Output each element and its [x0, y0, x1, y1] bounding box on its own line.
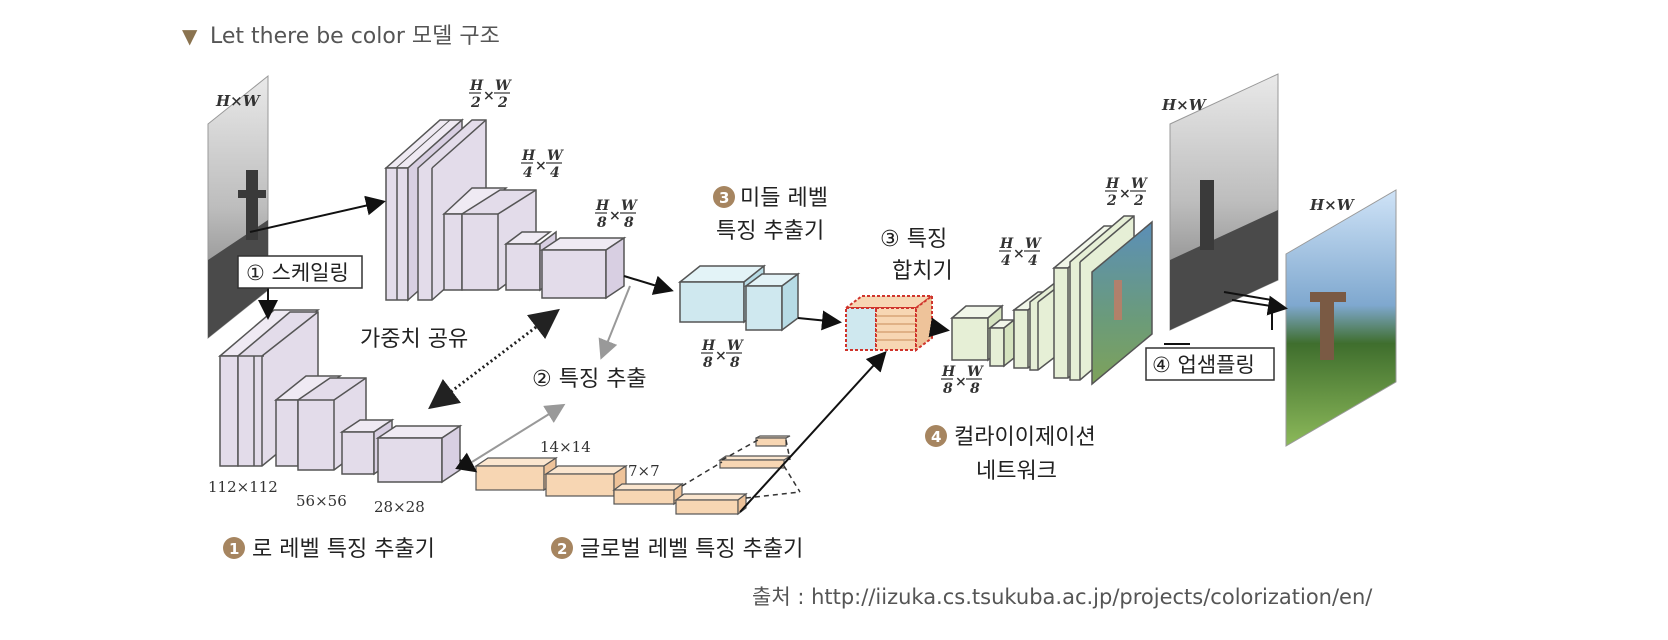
svg-text:W: W: [1025, 236, 1042, 252]
svg-text:8: 8: [624, 215, 634, 231]
colorization-blocks: [949, 215, 1153, 386]
svg-text:W: W: [967, 364, 984, 380]
svg-text:×: ×: [483, 88, 495, 104]
dim-eighth-mid: H 8 × W 8: [701, 338, 744, 371]
svg-text:×: ×: [1119, 186, 1131, 202]
svg-text:④ 업샘플링: ④ 업샘플링: [1152, 353, 1255, 377]
svg-text:H: H: [941, 364, 956, 380]
caption-title: Let there be color 모델 구조: [210, 24, 500, 49]
weight-share-label: 가중치 공유: [360, 327, 468, 352]
svg-text:4: 4: [550, 165, 560, 181]
svg-text:H: H: [999, 236, 1014, 252]
svg-text:×: ×: [535, 158, 547, 174]
svg-text:컬라이이제이션: 컬라이이제이션: [954, 425, 1096, 450]
svg-text:8: 8: [970, 381, 980, 397]
svg-text:×: ×: [1013, 246, 1025, 262]
size-14: 14×14: [540, 438, 591, 456]
svg-text:W: W: [727, 338, 744, 354]
low-level-label: 1 로 레벨 특징 추출기: [223, 537, 435, 562]
svg-text:8: 8: [597, 215, 607, 231]
dim-half: H 2 × W 2: [469, 78, 512, 111]
output-grayscale-image: [1169, 73, 1279, 331]
svg-text:8: 8: [703, 355, 713, 371]
svg-text:1: 1: [229, 540, 239, 558]
svg-text:2: 2: [557, 540, 567, 558]
lower-encoder-blocks: [217, 309, 463, 484]
svg-text:4: 4: [931, 428, 941, 446]
svg-text:2: 2: [470, 95, 481, 111]
size-56: 56×56: [296, 492, 347, 510]
upsampling-label-box: ④ 업샘플링: [1145, 347, 1275, 381]
svg-text:×: ×: [955, 374, 967, 390]
source-citation: 출처 : http://iizuka.cs.tsukuba.ac.jp/proj…: [752, 585, 1373, 609]
svg-text:2: 2: [1106, 193, 1117, 209]
size-7: 7×7: [628, 462, 660, 480]
svg-text:H: H: [469, 78, 484, 94]
fusion-block: [843, 294, 935, 352]
colorization-network-label: 4 컬라이이제이션 네트워크: [925, 425, 1096, 484]
output-gray-size-label: H×W: [1161, 96, 1208, 114]
svg-text:네트워크: 네트워크: [976, 459, 1057, 484]
upper-encoder-blocks: [384, 118, 627, 302]
fusion-label-line2: 합치기: [892, 259, 953, 284]
mid-level-label: 3 미들 레벨 특징 추출기: [713, 186, 828, 244]
svg-text:2: 2: [497, 95, 508, 111]
svg-text:W: W: [547, 148, 564, 164]
input-size-label: H×W: [215, 92, 262, 110]
scaling-label-box: ① 스케일링: [237, 255, 363, 289]
dim-quarter-color: H 4 × W 4: [999, 236, 1042, 269]
svg-text:H: H: [595, 198, 610, 214]
flow-arrows: [249, 195, 1288, 513]
dim-quarter: H 4 × W 4: [521, 148, 564, 181]
svg-text:8: 8: [730, 355, 740, 371]
size-28: 28×28: [374, 498, 425, 516]
svg-text:H: H: [521, 148, 536, 164]
svg-text:로 레벨 특징 추출기: 로 레벨 특징 추출기: [252, 537, 435, 562]
svg-text:×: ×: [609, 208, 621, 224]
svg-text:2: 2: [1133, 193, 1144, 209]
svg-text:미들 레벨: 미들 레벨: [740, 186, 828, 211]
svg-text:① 스케일링: ① 스케일링: [246, 261, 349, 285]
svg-text:W: W: [495, 78, 512, 94]
global-level-label: 2 글로벌 레벨 특징 추출기: [551, 537, 803, 562]
output-color-image: [1285, 189, 1397, 447]
svg-text:3: 3: [719, 189, 729, 207]
svg-text:4: 4: [1028, 253, 1038, 269]
svg-text:H: H: [701, 338, 716, 354]
svg-text:4: 4: [523, 165, 533, 181]
svg-text:H: H: [1105, 176, 1120, 192]
svg-text:W: W: [1131, 176, 1148, 192]
feature-extract-label: ② 특징 추출: [532, 367, 647, 392]
mid-level-blocks: [677, 264, 801, 332]
dim-eighth-color: H 8 × W 8: [941, 364, 984, 397]
dim-half-color: H 2 × W 2: [1105, 176, 1148, 209]
caption-marker: ▼: [182, 24, 198, 48]
size-112: 112×112: [208, 478, 278, 496]
svg-text:글로벌 레벨 특징 추출기: 글로벌 레벨 특징 추출기: [580, 537, 803, 562]
input-grayscale-image: [207, 74, 269, 340]
svg-text:4: 4: [1001, 253, 1011, 269]
fusion-label-line1: ③ 특징: [880, 227, 947, 252]
svg-text:W: W: [621, 198, 638, 214]
output-color-size-label: H×W: [1309, 196, 1356, 214]
svg-text:8: 8: [943, 381, 953, 397]
svg-text:특징 추출기: 특징 추출기: [716, 219, 824, 244]
svg-text:×: ×: [715, 348, 727, 364]
dim-eighth-upper: H 8 × W 8: [595, 198, 638, 231]
